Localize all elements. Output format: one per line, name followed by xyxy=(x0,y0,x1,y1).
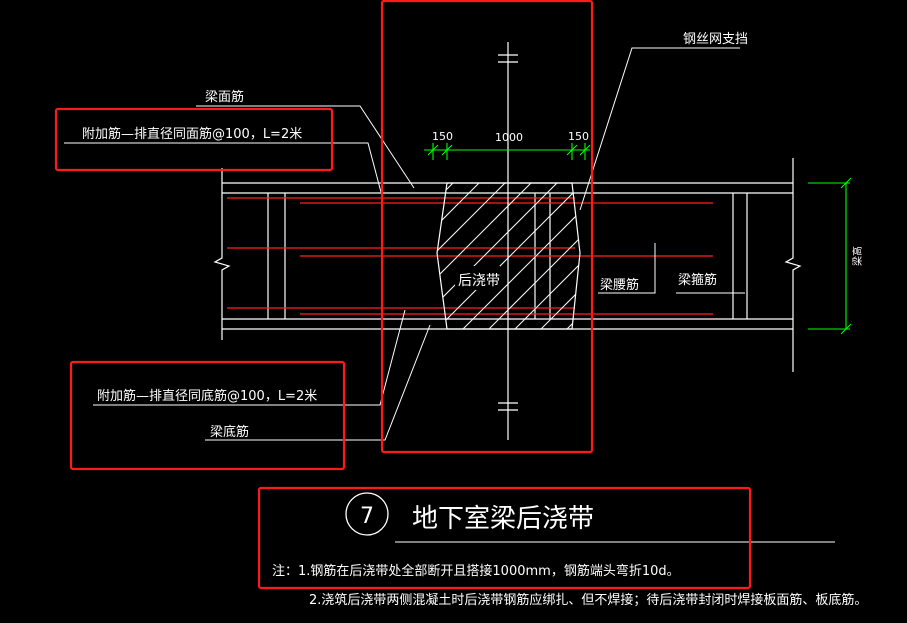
beam-top-bar-label: 梁面筋 xyxy=(205,89,244,105)
hatch-line xyxy=(437,183,571,329)
waist-bar-label: 梁腰筋 xyxy=(600,277,639,293)
highlight-box-notes xyxy=(257,486,752,590)
wire-mesh-label: 钢丝网支挡 xyxy=(683,32,748,47)
highlight-boxes xyxy=(54,0,752,590)
detail-number: 7 xyxy=(360,504,374,529)
extra-bottom-bar-label: 附加筋—排直径同底筋@100，L=2米 xyxy=(97,388,317,404)
highlight-box-top-extra xyxy=(54,107,334,172)
extra-top-bar-label: 附加筋—排直径同面筋@100，L=2米 xyxy=(82,126,302,142)
dim-mid-label: 1000 xyxy=(495,131,523,144)
rebars xyxy=(227,197,713,315)
beam-bottom-bar-label: 梁底筋 xyxy=(210,424,249,440)
leader-lines xyxy=(64,47,835,543)
hatch-line xyxy=(437,183,580,329)
dim-left-label: 150 xyxy=(432,130,453,143)
hatch-line xyxy=(503,183,580,329)
hatch-line xyxy=(451,183,580,329)
highlight-box-post-pour xyxy=(380,0,594,454)
hatch-line xyxy=(529,183,580,329)
detail-title: 地下室梁后浇带 xyxy=(412,504,594,534)
hatch-line xyxy=(437,183,519,329)
highlight-box-bottom-extra xyxy=(69,360,346,471)
stirrup-label: 梁箍筋 xyxy=(678,272,717,288)
dimension-lines xyxy=(424,143,852,335)
hatch-line xyxy=(437,183,545,329)
hatch-line xyxy=(437,183,493,329)
note-line-1: 注：1.钢筋在后浇带处全部断开且搭接1000mm，钢筋端头弯折10d。 xyxy=(272,563,680,579)
post-pour-strip xyxy=(436,182,581,330)
hatch-line xyxy=(477,183,580,329)
detail-number-circle xyxy=(345,492,389,536)
center-axis xyxy=(498,42,518,440)
note-line-2: 2.浇筑后浇带两侧混凝土时后浇带钢筋应绑扎、但不焊接；待后浇带封闭时焊接板面筋、… xyxy=(309,592,867,608)
post-pour-label: 后浇带 xyxy=(458,273,500,289)
dim-right-label: 150 xyxy=(568,130,589,143)
beam-height-label: 梁高 xyxy=(851,246,864,266)
